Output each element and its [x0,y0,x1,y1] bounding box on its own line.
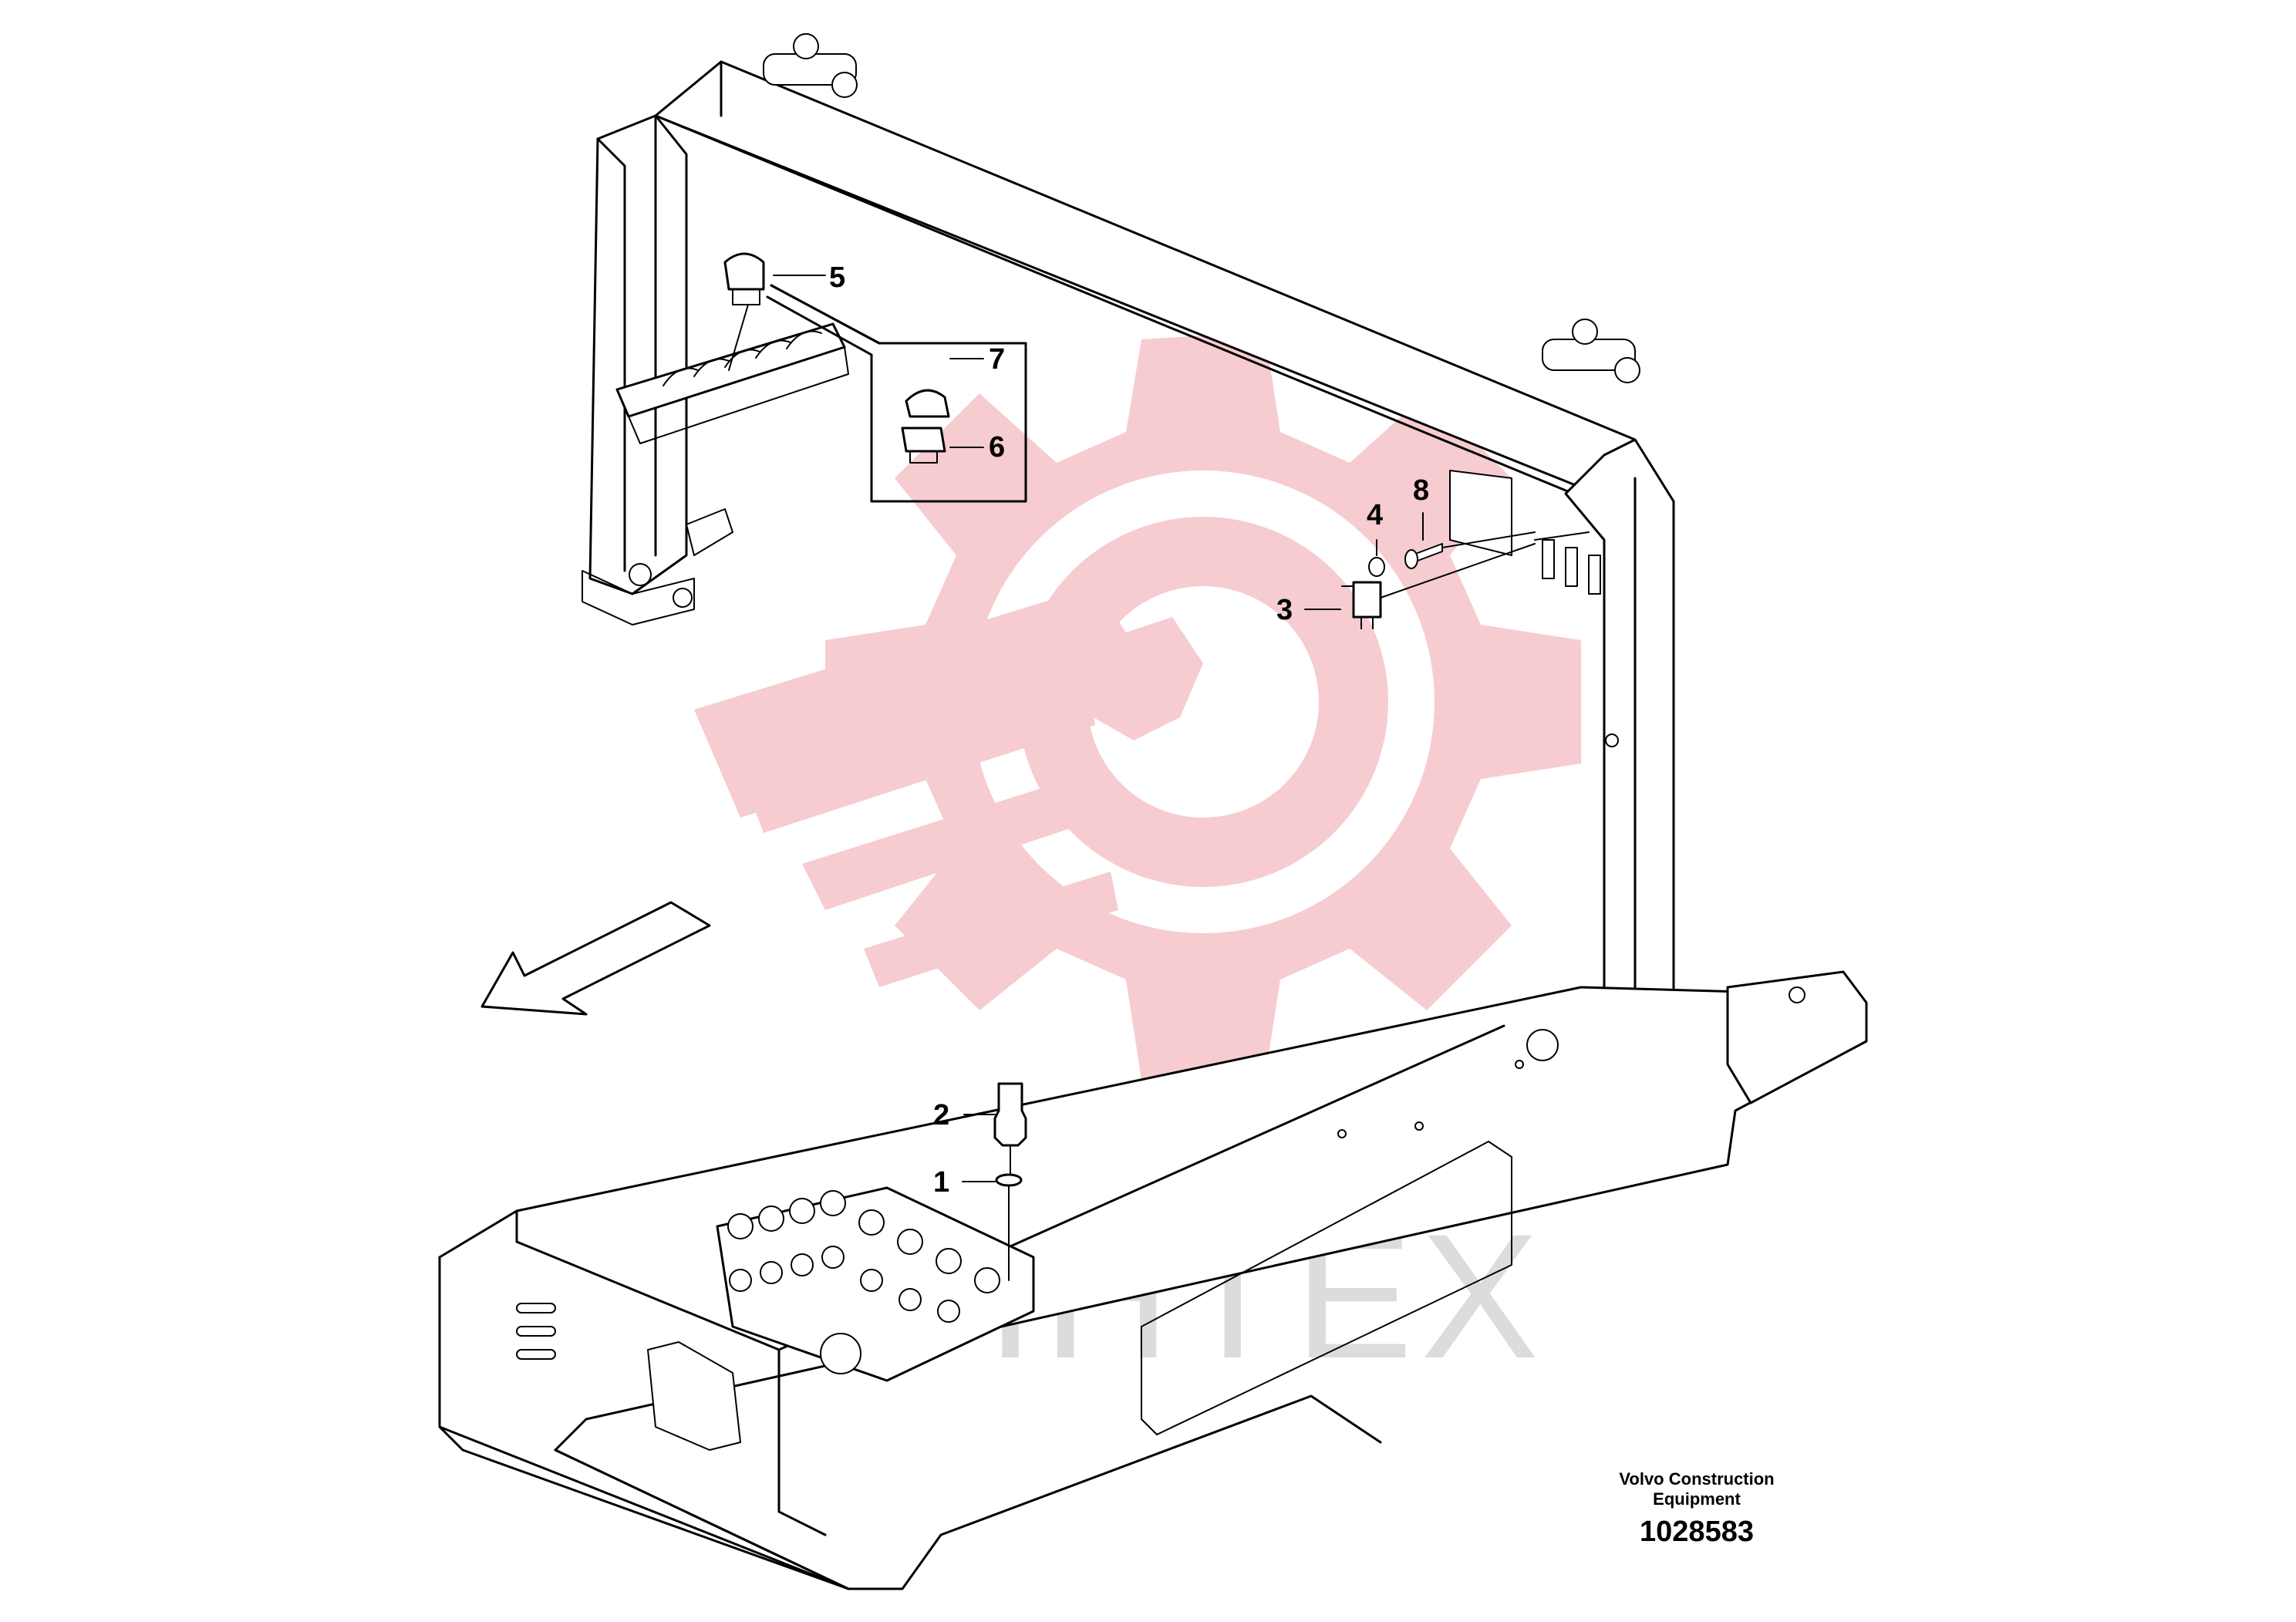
o-ring [995,1173,1023,1187]
base-frame [438,970,1868,1590]
rops-frame [582,33,1675,1027]
document-number: 1028583 [1640,1516,1754,1548]
top-pin-right [1542,319,1640,383]
company-name-line2: Equipment [1653,1489,1741,1509]
relay-assembly [1341,531,1536,629]
part-5-switch [723,252,765,371]
callout-2: 2 [933,1099,949,1131]
control-valve [716,1186,1035,1382]
callout-7: 7 [989,343,1005,376]
callout-6: 6 [989,431,1005,464]
pressure-sensor [993,1082,1027,1281]
callout-1: 1 [933,1166,949,1199]
watermark-stripe [740,679,1095,833]
leader-lines [773,275,1424,1182]
callout-3: 3 [1276,594,1293,626]
switch-panel [615,322,849,444]
company-name-line1: Volvo Construction [1619,1469,1775,1489]
watermark-logo [694,332,1581,1080]
callout-4: 4 [1367,499,1383,531]
detail-box [766,284,1027,503]
drawing-info: Volvo Construction Equipment 1028583 [1558,1469,1836,1549]
top-pin-left [763,33,858,98]
watermark-stripe [802,771,1103,910]
callout-5: 5 [829,261,845,294]
callout-8: 8 [1413,474,1429,507]
watermark-stripe [864,872,1118,987]
direction-arrow-icon [480,901,711,1016]
